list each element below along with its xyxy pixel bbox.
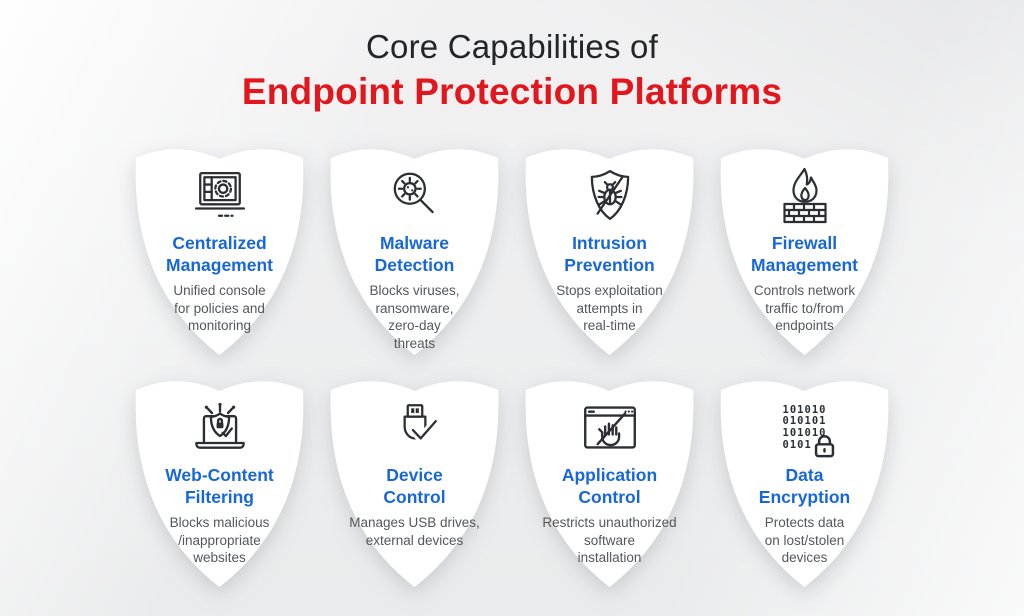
- card-description: Manages USB drives, external devices: [349, 515, 480, 548]
- window-hand-icon: [579, 397, 641, 459]
- card-description: Blocks malicious /inappropriate websites: [169, 515, 270, 566]
- shield-shape: [135, 381, 304, 587]
- card-title: Intrusion Prevention: [564, 233, 655, 276]
- shield-shape: [720, 381, 889, 587]
- card-description: Protects data on lost/stolen devices: [764, 515, 845, 566]
- card-row-1: Centralized Management Unified console f…: [0, 145, 1024, 360]
- card-centralized-management: Centralized Management Unified console f…: [129, 145, 310, 360]
- card-description: Controls network traffic to/from endpoin…: [753, 283, 856, 334]
- card-device-control: Device Control Manages USB drives, exter…: [324, 377, 505, 592]
- card-firewall-management: Firewall Management Controls network tra…: [714, 145, 895, 360]
- card-application-control: Application Control Restricts unauthoriz…: [519, 377, 700, 592]
- title-line-1: Core Capabilities of: [366, 28, 658, 65]
- shield-shape: [525, 149, 694, 355]
- card-malware-detection: Malware Detection Blocks viruses, ransom…: [324, 145, 505, 360]
- card-intrusion-prevention: Intrusion Prevention Stops exploitation …: [519, 145, 700, 360]
- card-description: Restricts unauthorized software installa…: [542, 515, 677, 566]
- shield-bug-icon: [581, 165, 639, 227]
- card-title: Data Encryption: [758, 465, 851, 508]
- card-title: Malware Detection: [374, 233, 455, 276]
- shield-shape: [330, 149, 499, 355]
- card-data-encryption: 101010 010101 101010 0101: [714, 377, 895, 592]
- card-web-content-filtering: Web-Content Filtering Blocks malicious /…: [129, 377, 310, 592]
- card-title: Web-Content Filtering: [165, 465, 274, 508]
- page-title: Core Capabilities of Endpoint Protection…: [0, 0, 1024, 113]
- card-row-2: Web-Content Filtering Blocks malicious /…: [0, 377, 1024, 592]
- laptop-shield-icon: [190, 397, 250, 459]
- shield-shape: [525, 381, 694, 587]
- card-title: Centralized Management: [166, 233, 273, 276]
- binary-digits: 101010 010101 101010 0101: [782, 403, 827, 451]
- card-title: Device Control: [383, 465, 446, 508]
- capability-grid: Centralized Management Unified console f…: [0, 145, 1024, 592]
- shield-shape: [720, 149, 889, 355]
- card-description: Blocks viruses, ransomware, zero-day thr…: [369, 283, 460, 351]
- flame-brick-icon: [776, 165, 834, 227]
- usb-check-icon: [386, 397, 444, 459]
- magnifier-virus-icon: [386, 165, 444, 227]
- card-title: Application Control: [561, 465, 658, 508]
- binary-lock-icon: 101010 010101 101010 0101: [782, 397, 835, 459]
- padlock-icon: [815, 434, 835, 457]
- title-line-2: Endpoint Protection Platforms: [241, 71, 783, 112]
- shield-shape: [135, 149, 304, 355]
- card-title: Firewall Management: [751, 233, 858, 276]
- card-description: Stops exploitation attempts in real-time: [556, 283, 663, 334]
- shield-shape: [330, 381, 499, 587]
- monitor-gear-icon: [190, 165, 250, 227]
- card-description: Unified console for policies and monitor…: [173, 283, 266, 334]
